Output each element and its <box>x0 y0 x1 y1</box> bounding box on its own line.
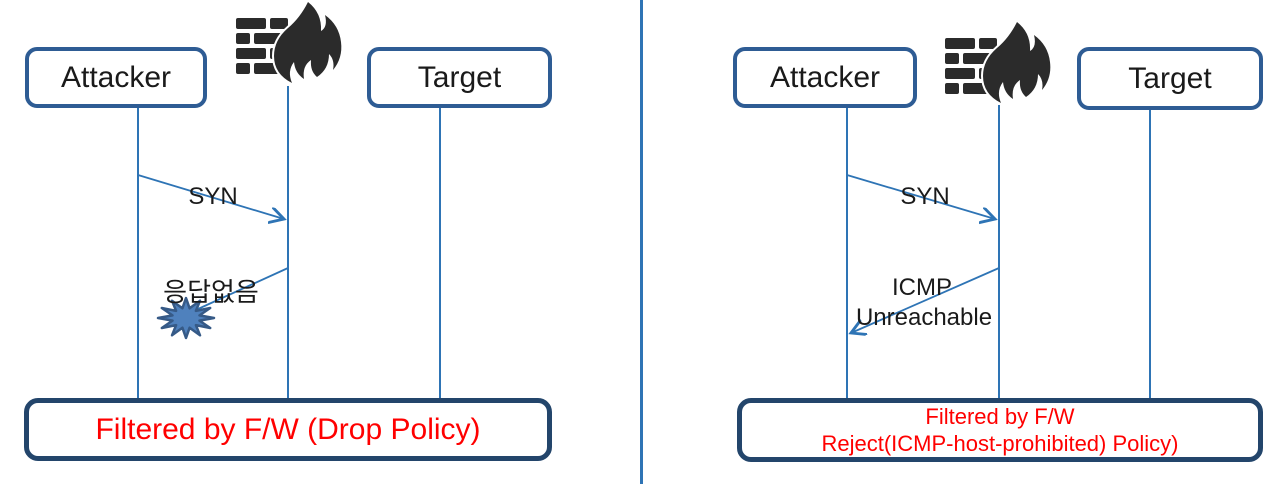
left-attacker-box: Attacker <box>25 47 207 108</box>
right-syn-label: SYN <box>900 183 950 210</box>
right-attacker-box: Attacker <box>733 47 917 108</box>
right-result-box: Filtered by F/W Reject(ICMP-host-prohibi… <box>737 398 1263 462</box>
left-result-box: Filtered by F/W (Drop Policy) <box>24 398 552 461</box>
right-result-line1: Filtered by F/W <box>925 404 1075 429</box>
left-syn-label: SYN <box>188 183 238 210</box>
left-target-label: Target <box>417 60 502 94</box>
no-response-label: 응답없음 <box>163 277 259 307</box>
right-result-line2: Reject(ICMP-host-prohibited) Policy) <box>821 431 1179 456</box>
icmp-label-line2: Unreachable <box>855 304 993 331</box>
right-attacker-label: Attacker <box>769 60 881 94</box>
firewall-icon <box>236 2 344 86</box>
firewall-icon <box>945 22 1053 106</box>
right-target-box: Target <box>1077 47 1263 110</box>
icmp-label-line1: ICMP <box>892 274 952 301</box>
panel-divider <box>640 0 643 484</box>
left-attacker-label: Attacker <box>60 60 172 94</box>
flame-shape <box>980 22 1053 106</box>
right-target-label: Target <box>1128 61 1212 95</box>
flame-shape <box>271 2 344 86</box>
left-target-box: Target <box>367 47 552 108</box>
left-result-label: Filtered by F/W (Drop Policy) <box>95 412 481 446</box>
